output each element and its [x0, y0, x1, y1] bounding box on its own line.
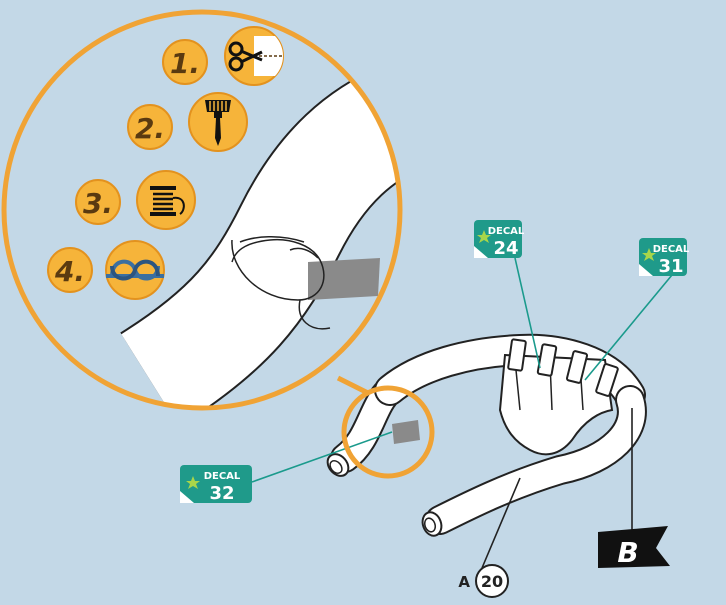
left-tube-end — [326, 453, 350, 477]
step-4-number: 4. — [54, 255, 85, 288]
knot-icon — [105, 240, 165, 300]
part-flag: B — [598, 526, 670, 569]
step-4: 4. — [47, 240, 165, 300]
decal-32-number: 32 — [209, 483, 234, 504]
step-2-number: 2. — [135, 112, 165, 145]
decal-31-label: DECAL — [653, 244, 690, 255]
thread-spool-icon — [136, 170, 196, 230]
decal-31-number: 31 — [658, 256, 683, 277]
part-callout-number: 20 — [481, 572, 503, 591]
decal-tag-24: DECAL 24 — [474, 220, 525, 259]
decal-24-label: DECAL — [488, 226, 525, 237]
decal-24-number: 24 — [493, 238, 518, 259]
zoom-tape — [308, 258, 380, 300]
decal-tag-32: DECAL 32 — [180, 465, 252, 504]
step-1-badge — [162, 39, 208, 85]
part-callout-letter: A — [458, 573, 470, 591]
decal-32-label: DECAL — [204, 471, 241, 482]
leader-lines — [251, 257, 673, 569]
step-3: 3. — [75, 170, 196, 230]
scissors-cut-icon — [224, 26, 284, 86]
handlebar-assembly — [326, 333, 647, 537]
zoom-connector — [336, 375, 370, 396]
step-2: 2. — [127, 92, 248, 152]
part-flag-letter: B — [617, 536, 638, 569]
glue-brush-icon — [188, 92, 248, 152]
tape-strip — [392, 420, 420, 444]
step-4-badge — [47, 247, 93, 293]
step-3-badge — [75, 179, 121, 225]
part-callout: A 20 — [458, 564, 509, 598]
step-1: 1. — [162, 26, 284, 86]
step-1-number: 1. — [170, 47, 200, 80]
step-2-badge — [127, 104, 173, 150]
bar-clips — [507, 338, 619, 397]
zoom-detail — [1, 9, 403, 411]
step-3-number: 3. — [83, 187, 113, 220]
bottom-tube-end — [421, 511, 443, 537]
decal-tag-31: DECAL 31 — [639, 238, 690, 277]
detail-highlight-circle — [341, 385, 435, 479]
